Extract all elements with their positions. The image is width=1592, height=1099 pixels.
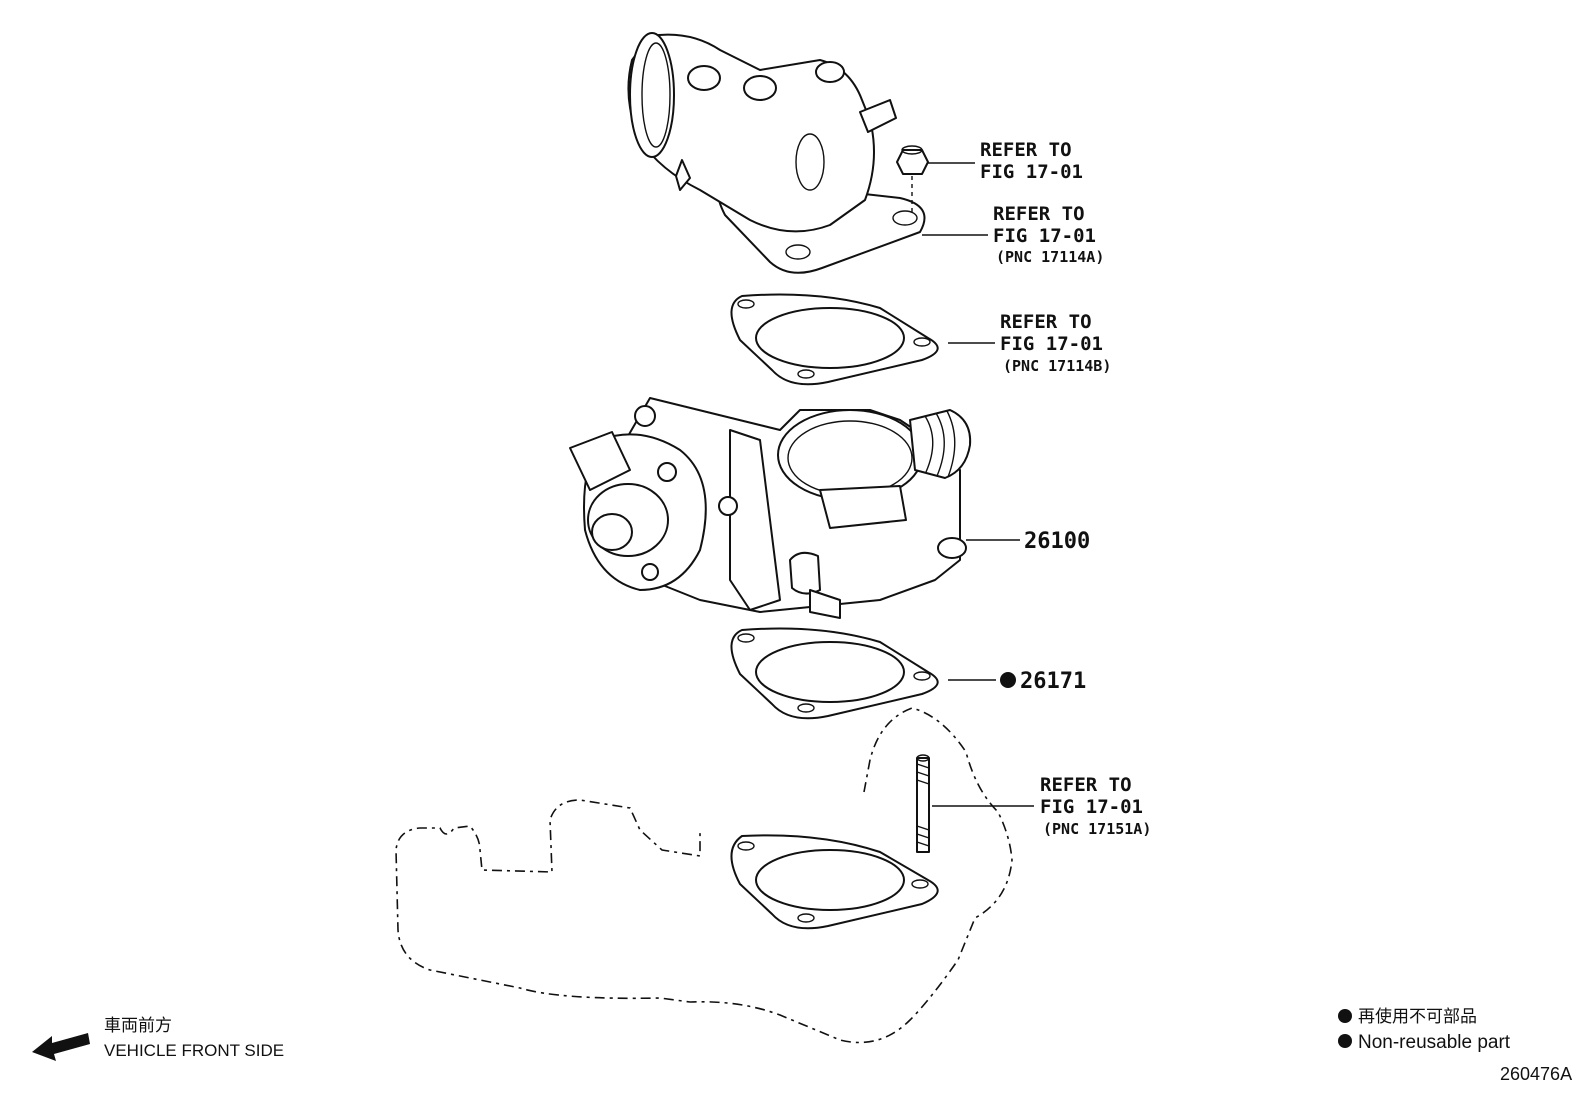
callout-nut-line1: REFER TO — [980, 139, 1072, 161]
callout-nut-line2: FIG 17-01 — [980, 161, 1083, 183]
upper-gasket-drawing — [730, 293, 939, 386]
vehicle-front-indicator: 車両前方 VEHICLE FRONT SIDE — [32, 1016, 284, 1061]
legend-dot-icon-2 — [1338, 1034, 1352, 1048]
callout-outlet-line1: REFER TO — [993, 203, 1085, 225]
legend-dot-icon — [1338, 1009, 1352, 1023]
non-reusable-marker — [1000, 672, 1016, 688]
callout-stud-line1: REFER TO — [1040, 774, 1132, 796]
vehicle-front-label-en: VEHICLE FRONT SIDE — [104, 1041, 284, 1060]
callout-upper-gasket: REFER TO FIG 17-01 (PNC 17114B) — [1000, 311, 1111, 375]
callout-stud-line3: (PNC 17151A) — [1043, 820, 1151, 838]
vehicle-front-label-jp: 車両前方 — [104, 1016, 172, 1036]
callout-upper-gasket-line1: REFER TO — [1000, 311, 1092, 333]
figure-id: 260476A — [1500, 1064, 1572, 1084]
part-number-throttle-body: 26100 — [1024, 529, 1090, 554]
legend-label-jp: 再使用不可部品 — [1358, 1006, 1477, 1027]
callout-upper-gasket-line3: (PNC 17114B) — [1003, 357, 1111, 375]
lower-gasket-drawing — [730, 627, 939, 720]
callout-stud-line2: FIG 17-01 — [1040, 796, 1143, 818]
callout-nut: REFER TO FIG 17-01 — [980, 139, 1083, 183]
legend-label-en: Non-reusable part — [1358, 1032, 1511, 1053]
callout-outlet-line3: (PNC 17114A) — [996, 248, 1104, 266]
callout-outlet: REFER TO FIG 17-01 (PNC 17114A) — [993, 203, 1104, 266]
callout-upper-gasket-line2: FIG 17-01 — [1000, 333, 1103, 355]
callout-outlet-line2: FIG 17-01 — [993, 225, 1096, 247]
legend: 再使用不可部品 Non-reusable part — [1338, 1006, 1511, 1053]
callout-stud: REFER TO FIG 17-01 (PNC 17151A) — [1040, 774, 1151, 838]
callout-lower-gasket: 26171 — [1000, 669, 1086, 694]
intake-manifold-drawing — [395, 707, 1013, 1044]
front-arrow-icon — [32, 1033, 90, 1061]
intake-connector-drawing — [627, 32, 929, 274]
throttle-body-drawing — [569, 397, 972, 619]
part-number-lower-gasket: 26171 — [1020, 669, 1086, 694]
